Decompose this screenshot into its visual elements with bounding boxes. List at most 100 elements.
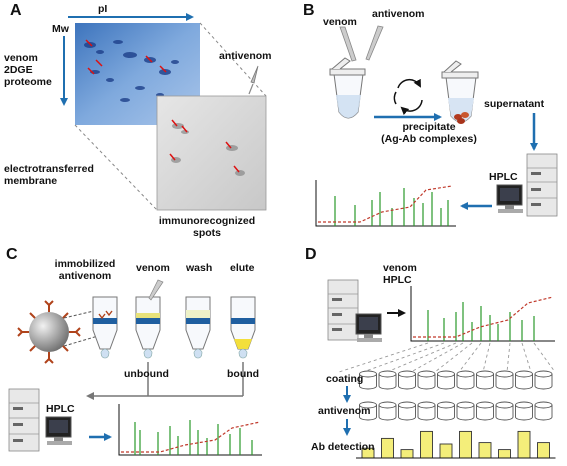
ab-detection-bar-4: [420, 430, 433, 459]
well-coating-10: [534, 370, 553, 390]
wells-row-1: [359, 370, 553, 390]
membrane-label-line-1: electrotransferred: [4, 163, 94, 175]
supernatant-label: supernatant: [484, 98, 545, 110]
coating-label: coating: [326, 373, 364, 385]
venom-hplc-label-line-1: venom: [383, 262, 417, 274]
antivenom-pipette: [250, 65, 259, 84]
wash-label: wash: [186, 262, 213, 274]
antivenom-label-a: antivenom: [219, 50, 272, 62]
well-antivenom-1: [359, 401, 377, 421]
well-antivenom-2: [378, 401, 397, 421]
chromatogram-c-gradient: [121, 421, 261, 453]
membrane-label-line-2: membrane: [4, 175, 58, 187]
hplc-label-c: HPLC: [46, 403, 75, 415]
hplc-label-b: HPLC: [489, 171, 518, 183]
immobilized-label-line-1: immobilized: [54, 258, 116, 270]
immobilized-label: immobilized antivenom: [46, 258, 124, 282]
zoom-lines: [63, 309, 99, 347]
panel-c-graphics: [8, 279, 262, 456]
venom-pipette: [339, 26, 357, 62]
unbound-label: unbound: [124, 368, 169, 380]
well-coating-5: [437, 370, 455, 390]
tube-b1: [329, 57, 366, 119]
antivenom-pipette-b: [365, 25, 384, 61]
well-antivenom-8: [495, 401, 514, 421]
chromatogram-d-peaks: [427, 302, 535, 341]
venom-hplc-label-line-2: HPLC: [383, 274, 412, 286]
panel-c-letter: C: [6, 246, 18, 263]
computer-icon-c: [45, 416, 72, 445]
spin-column-2: [135, 279, 164, 359]
ab-detection-bar-7: [478, 442, 492, 459]
precipitate-label: precipitate (Ag-Ab complexes): [368, 121, 490, 145]
projection-lines: [74, 22, 267, 211]
spin-column-4: [230, 296, 256, 359]
fraction-lines: [338, 342, 556, 373]
hplc-instrument-d: [327, 279, 359, 341]
venom-hplc-label: venom HPLC: [383, 262, 417, 286]
chromatogram-b-gradient: [318, 185, 453, 223]
pi-label: pI: [98, 3, 108, 15]
well-coating-7: [476, 370, 494, 390]
spin-column-1: [92, 296, 118, 359]
membrane-label: electrotransferred membrane: [4, 163, 94, 187]
precipitate-label-line-2: (Ag-Ab complexes): [381, 133, 477, 145]
ab-detection-bar-2: [381, 437, 394, 459]
panel-b-letter: B: [303, 2, 315, 19]
ab-detection-bar-8: [498, 449, 511, 459]
well-antivenom-10: [534, 401, 553, 421]
computer-icon-b: [496, 184, 523, 213]
well-antivenom-6: [456, 401, 475, 421]
panel-a-graphics: [60, 13, 267, 211]
ab-detection-label: Ab detection: [311, 441, 375, 453]
precipitate-label-line-1: precipitate: [402, 121, 456, 133]
panel-d-letter: D: [305, 246, 317, 263]
ab-detection-bar-9: [517, 430, 531, 459]
well-antivenom-4: [417, 401, 436, 421]
well-coating-6: [456, 370, 475, 390]
spin-column-3: [185, 296, 211, 359]
well-antivenom-5: [437, 401, 455, 421]
membrane-spot-markers: [169, 119, 240, 173]
spots-label-line-2: spots: [192, 227, 221, 239]
panel-b-graphics: [315, 25, 558, 227]
antivenom-label-d: antivenom: [318, 405, 371, 417]
bound-label: bound: [227, 368, 260, 380]
proteome-label-line-2: 2DGE: [4, 64, 33, 76]
spots-label: immunorecognized spots: [152, 215, 262, 239]
elute-label: elute: [230, 262, 255, 274]
well-coating-9: [515, 370, 533, 390]
ab-detection-bar-10: [537, 442, 550, 459]
well-antivenom-7: [476, 401, 494, 421]
collection-bracket: [86, 362, 244, 400]
membrane-image: [156, 95, 267, 211]
antivenom-label-b: antivenom: [372, 8, 425, 20]
proteome-label-line-1: venom: [4, 52, 38, 64]
wells-row-2: [359, 401, 553, 421]
ab-detection-bar-6: [459, 430, 472, 459]
antibody-bead: [17, 300, 81, 364]
hplc-instrument-c: [8, 388, 40, 452]
venom-label-c: venom: [136, 262, 170, 274]
well-coating-4: [417, 370, 436, 390]
well-coating-2: [378, 370, 397, 390]
well-coating-1: [359, 370, 377, 390]
well-coating-8: [495, 370, 514, 390]
ab-detection-bars: [356, 430, 556, 459]
mw-label: Mw: [52, 23, 69, 35]
chromatogram-b-peaks: [334, 188, 449, 226]
proteome-label: venom 2DGE proteome: [4, 52, 52, 88]
immobilized-label-line-2: antivenom: [58, 270, 112, 282]
chromatogram-c: [118, 404, 262, 456]
venom-label-b: venom: [323, 16, 357, 28]
chromatogram-d-gradient: [413, 296, 554, 338]
spots-label-line-1: immunorecognized: [158, 215, 256, 227]
chromatogram-c-peaks: [134, 420, 253, 455]
ab-detection-bar-5: [439, 443, 453, 459]
tube-b2: [441, 60, 479, 124]
proteome-label-line-3: proteome: [4, 76, 52, 88]
hplc-instrument-b: [526, 153, 558, 217]
chromatogram-d: [410, 286, 555, 342]
ab-detection-bar-3: [400, 449, 414, 459]
